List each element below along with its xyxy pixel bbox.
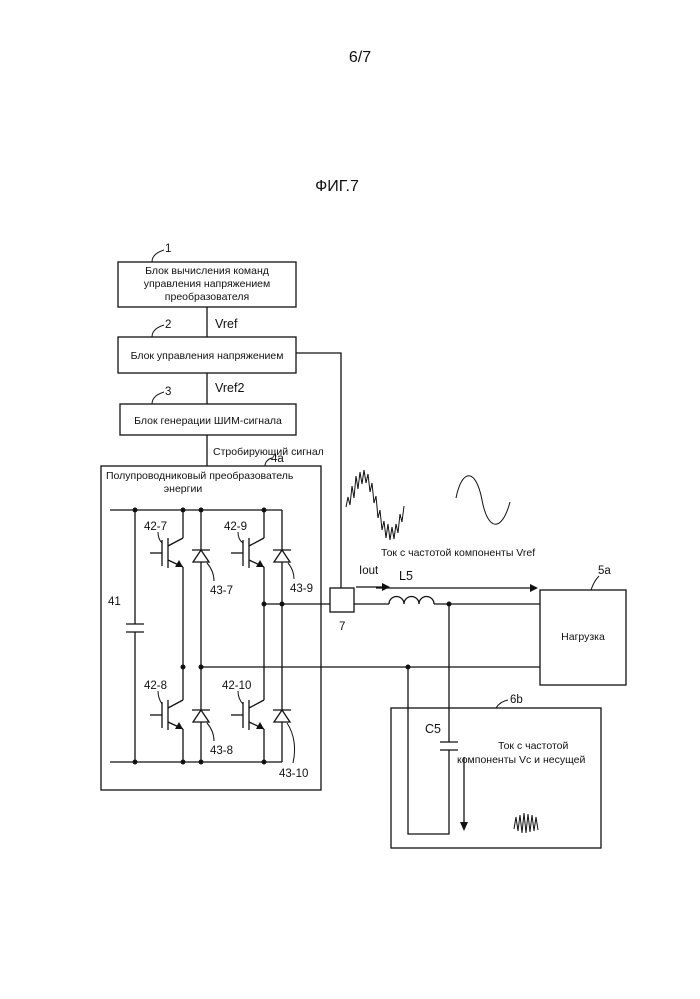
block1-line1: Блок вычисления команд (145, 265, 269, 277)
diode-43-7 (192, 550, 210, 562)
pwm-block: Блок генерации ШИМ-сигнала (120, 404, 296, 435)
igbt-42-8 (150, 700, 183, 730)
command-calc-block: Блок вычисления команд управления напряж… (118, 262, 296, 307)
waveform-caption: Ток с частотой компоненты Vref (381, 547, 535, 559)
diode-43-7-label: 43-7 (210, 585, 233, 597)
gate-signal-label: Стробирующий сигнал (213, 446, 324, 458)
block2-label: Блок управления напряжением (131, 350, 284, 362)
diode-43-8 (192, 710, 210, 722)
block1-ref: 1 (165, 243, 171, 255)
load-label: Нагрузка (561, 631, 605, 643)
capacitor-c5-label: C5 (425, 722, 441, 736)
filter-ref: 6b (510, 694, 523, 706)
igbt-42-10 (231, 700, 264, 730)
inductor-l5 (389, 597, 434, 604)
diode-43-9 (273, 550, 291, 562)
iout-label: Iout (359, 565, 379, 577)
block3-label: Блок генерации ШИМ-сигнала (134, 415, 282, 427)
current-sensor (330, 588, 354, 612)
switch-42-10-label: 42-10 (222, 680, 251, 692)
diode-43-10 (273, 710, 291, 722)
ripple-waveform (514, 813, 538, 833)
converter-title-2: энергии (164, 483, 203, 495)
converter-title-1: Полупроводниковый преобразователь (106, 470, 294, 482)
diode-43-10-label: 43-10 (279, 768, 308, 780)
converter-box (101, 466, 321, 790)
inductor-label: L5 (399, 569, 413, 583)
switch-42-9-label: 42-9 (224, 521, 247, 533)
clean-sine-waveform (456, 476, 510, 525)
block2-ref: 2 (165, 319, 171, 331)
page-number: 6/7 (349, 49, 371, 66)
voltage-control-block: Блок управления напряжением (118, 337, 296, 373)
figure-title: ФИГ.7 (315, 178, 359, 195)
sensor-ref: 7 (339, 621, 345, 633)
load-ref: 5a (598, 565, 611, 577)
converter-ref: 4a (271, 453, 284, 465)
switch-42-8-label: 42-8 (144, 680, 167, 692)
diode-43-8-label: 43-8 (210, 745, 233, 757)
vref-label: Vref (215, 317, 238, 331)
block3-ref: 3 (165, 386, 171, 398)
diode-43-9-label: 43-9 (290, 583, 313, 595)
igbt-42-7 (150, 538, 183, 568)
capacitor-41 (126, 510, 144, 762)
vref2-label: Vref2 (215, 381, 244, 395)
noisy-sine-waveform (346, 470, 404, 540)
filter-box (391, 708, 601, 848)
block1-line2: управления напряжением (144, 278, 271, 290)
filter-note-2: компоненты Vc и несущей (457, 754, 585, 766)
switch-42-7-label: 42-7 (144, 521, 167, 533)
filter-note-1: Ток с частотой (498, 740, 569, 752)
block1-line3: преобразователя (165, 291, 249, 303)
igbt-42-9 (231, 538, 264, 568)
capacitor-41-label: 41 (108, 596, 121, 608)
